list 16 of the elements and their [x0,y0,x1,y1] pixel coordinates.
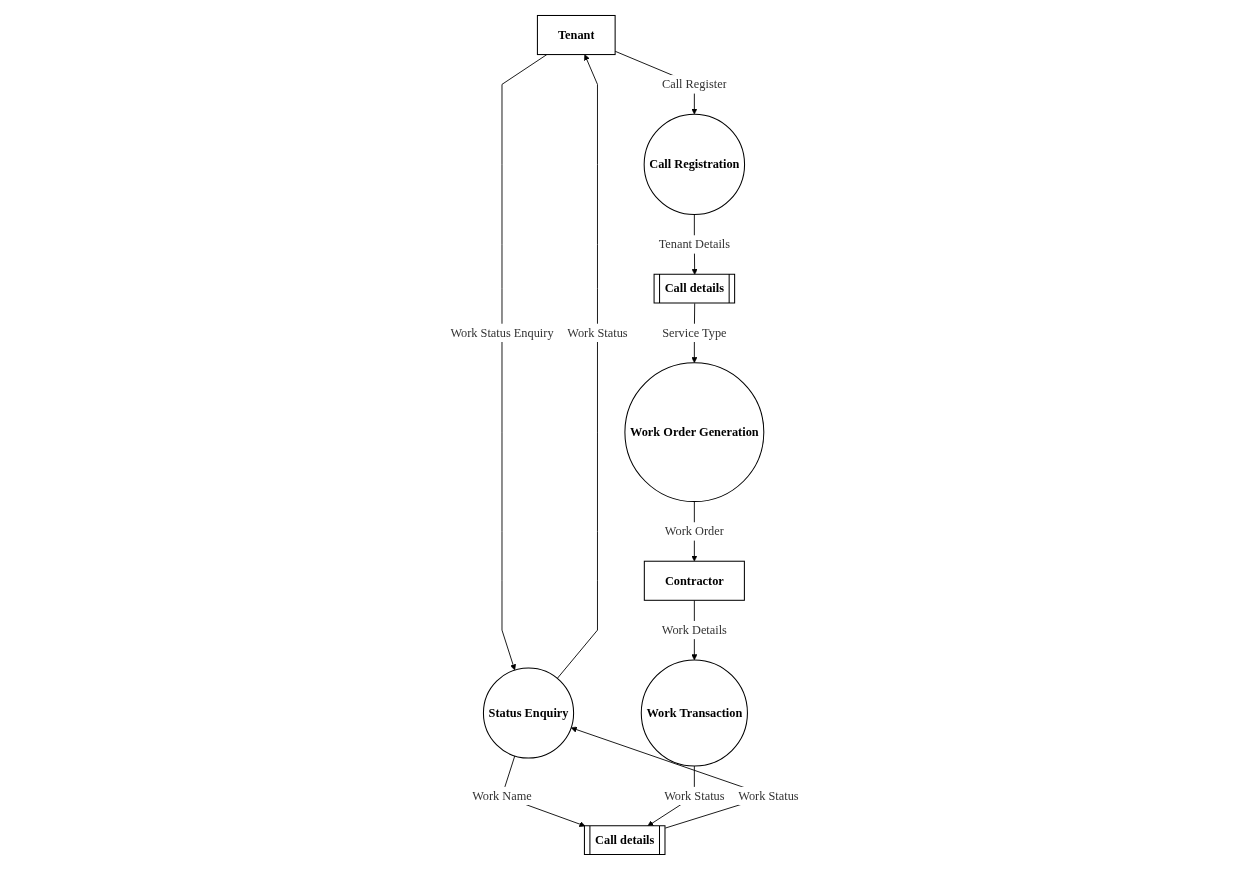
node-box: Tenant [536,14,616,56]
edge-label: Work Name [472,788,532,803]
edge-label: Work Status [567,325,628,340]
edge-label: Work Status [664,788,725,803]
edge-label: Tenant Details [658,237,731,251]
node-box: Contractor [643,560,745,601]
node-circle: Work Transaction [640,659,748,767]
edge-label: Work Status [738,788,799,803]
node-circle: Call Registration [643,113,746,216]
edge-label: Work Order [664,524,724,538]
node-circle: Status Enquiry [482,667,575,759]
edge-label: Service Type [662,325,727,340]
edge-label: Call Register [661,77,727,91]
node-circle: Work Order Generation [624,362,765,503]
edge-label: Work Status Enquiry [450,325,554,340]
edge-label: Work Details [661,622,727,637]
